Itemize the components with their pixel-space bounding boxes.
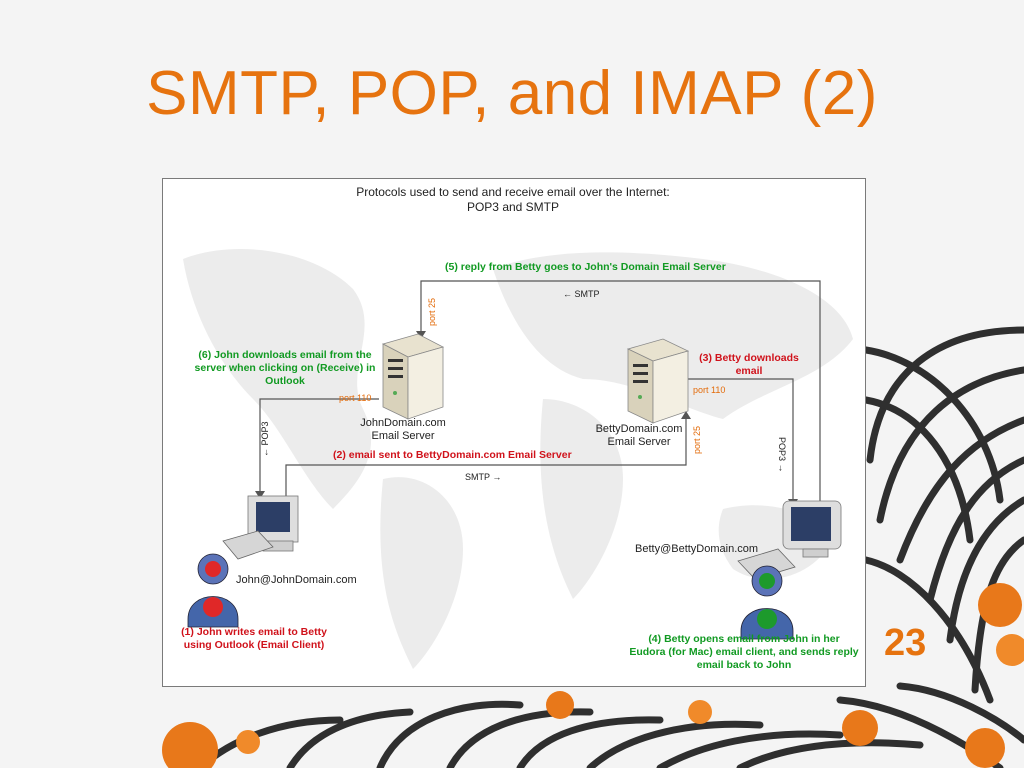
- john-server-name: JohnDomain.com: [360, 417, 446, 429]
- smtp-bottom-label: SMTP →: [465, 472, 502, 482]
- protocol-diagram: Protocols used to send and receive email…: [162, 178, 866, 687]
- diagram-title-line1: Protocols used to send and receive email…: [356, 185, 670, 199]
- computer-icon: [737, 500, 842, 580]
- pop3-john-line: [259, 398, 379, 491]
- betty-server-label: BettyDomain.com Email Server: [579, 423, 699, 449]
- world-map-background: [183, 249, 853, 669]
- person-icon: [740, 565, 794, 640]
- john-email-label: John@JohnDomain.com: [236, 574, 357, 586]
- step2-label: (2) email sent to BettyDomain.com Email …: [333, 449, 572, 461]
- step4-label: (4) Betty opens email from John in her E…: [629, 633, 859, 671]
- step1-label: (1) John writes email to Betty using Out…: [181, 626, 327, 651]
- send-smtp-line: [285, 419, 687, 497]
- person-icon: [187, 553, 239, 628]
- port25-john-label: port 25: [427, 297, 437, 326]
- port25-betty-label: port 25: [692, 425, 702, 454]
- connection-lines: [259, 280, 821, 509]
- smtp-top-label: ← SMTP: [563, 289, 600, 299]
- pop3-right-label: POP3 →: [777, 437, 787, 473]
- port110-john-label: port 110: [339, 393, 372, 403]
- betty-server-name: BettyDomain.com: [595, 423, 683, 435]
- orange-ball-decoration: [162, 583, 1024, 768]
- computer-icon: [222, 495, 299, 560]
- slide-title: SMTP, POP, and IMAP (2): [146, 59, 878, 128]
- port110-betty-label: port 110: [693, 385, 726, 395]
- slide-number: 23: [884, 622, 927, 664]
- john-server-label: JohnDomain.com Email Server: [343, 417, 463, 443]
- step3-label: (3) Betty downloads email: [699, 352, 799, 377]
- diagram-canvas: [183, 249, 853, 669]
- server-icon: [626, 338, 690, 424]
- pop3-betty-line: [688, 378, 794, 499]
- step6-label: (6) John downloads email from the server…: [194, 349, 376, 387]
- server-icon: [381, 333, 445, 420]
- john-server-role: Email Server: [371, 430, 435, 442]
- betty-email-label: Betty@BettyDomain.com: [635, 543, 759, 555]
- reply-smtp-line: [420, 280, 821, 509]
- pop3-left-label: ← POP3: [260, 421, 270, 457]
- diagram-title-line2: POP3 and SMTP: [466, 200, 560, 214]
- betty-server-role: Email Server: [607, 436, 671, 448]
- diagram-title: Protocols used to send and receive email…: [333, 185, 693, 215]
- step5-label: (5) reply from Betty goes to John's Doma…: [445, 261, 726, 273]
